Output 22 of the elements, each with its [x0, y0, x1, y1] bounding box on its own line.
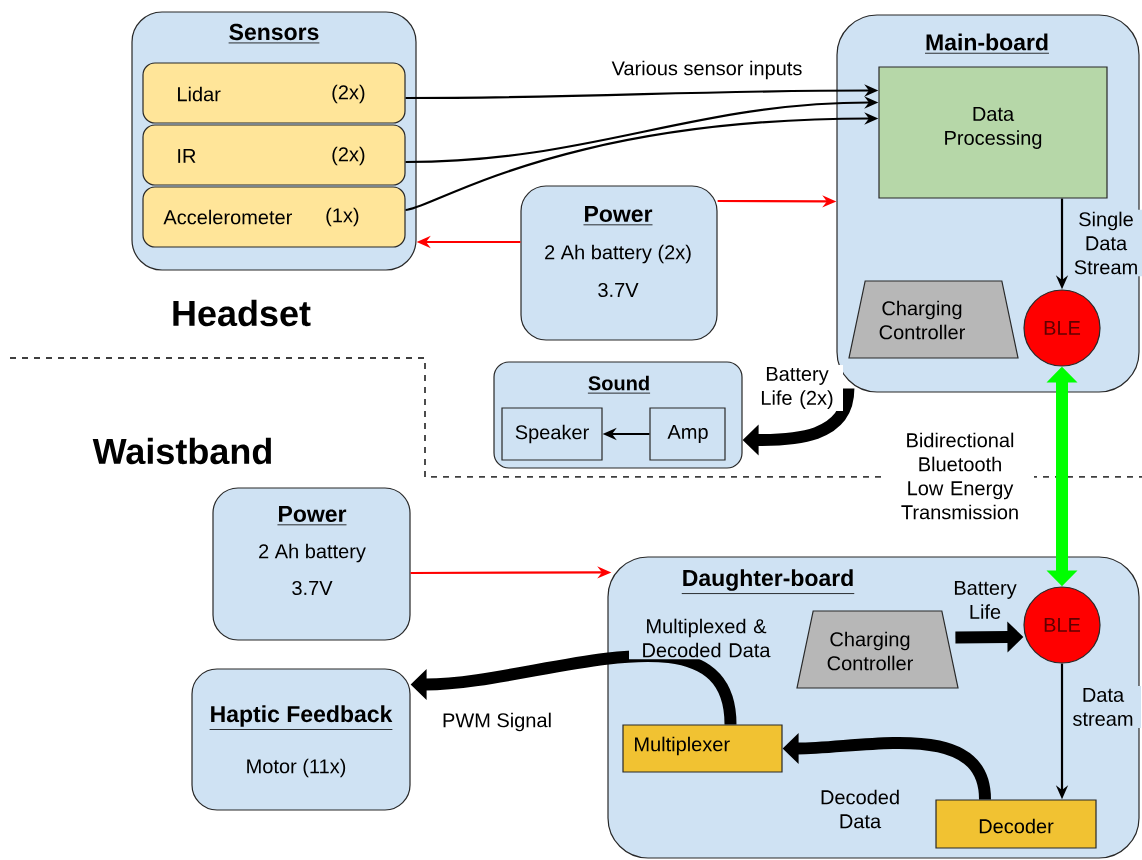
- text-label: Multiplexed & Decoded Data: [629, 616, 783, 660]
- edge-label: Data stream: [1065, 686, 1141, 728]
- component-box: Amp: [649, 407, 726, 461]
- edge-label: Battery Life (2x): [751, 365, 843, 411]
- sensor-box: IR (2x): [142, 124, 406, 186]
- battery-box: Power 2 Ah battery (2x) 3.7V: [520, 185, 718, 341]
- edge-label: Various sensor inputs: [609, 58, 805, 82]
- edge-label: Single Data Stream: [1070, 209, 1142, 277]
- edge-label: PWM Signal: [440, 710, 554, 734]
- sensor-box: Accelerometer (1x): [142, 186, 406, 248]
- section-label: Headset: [168, 297, 314, 329]
- decoder-box: Decoder: [935, 799, 1097, 849]
- sensor-box: Lidar (2x): [142, 62, 406, 124]
- controller-trapezoid: Charging Controller: [848, 280, 1019, 359]
- edge-label: Decoded Data: [818, 787, 902, 831]
- multiplexer-box: Multiplexer: [622, 724, 783, 773]
- processing-box: Data Processing: [878, 66, 1108, 199]
- edge-label: Bidirectional Bluetooth Low Energy Transmission: [886, 430, 1034, 522]
- battery-box: Power 2 Ah battery 3.7V: [212, 487, 411, 641]
- section-label: Waistband: [90, 435, 276, 467]
- component-box: Speaker: [501, 407, 603, 461]
- feedback-box: Haptic Feedback Motor (11x): [191, 668, 411, 811]
